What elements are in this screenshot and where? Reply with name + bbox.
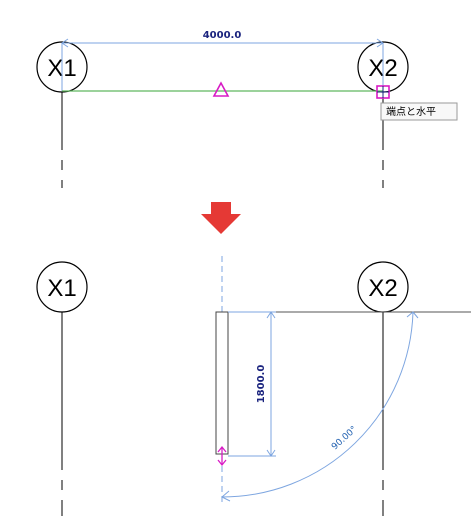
snap-tooltip-text: 端点と水平 xyxy=(386,105,436,118)
triangle-icon xyxy=(212,81,230,97)
door-panel[interactable] xyxy=(215,311,229,455)
square-icon xyxy=(376,85,390,99)
grid-line-x1-bottom[interactable]: X1 xyxy=(36,261,88,516)
down-arrow-icon xyxy=(201,202,241,234)
grid-label-x1-bottom: X1 xyxy=(47,275,76,302)
snap-tooltip: 端点と水平 xyxy=(380,102,458,121)
grid-bubble-x1-bottom[interactable] xyxy=(36,261,88,313)
swing-angle-value[interactable]: 90.00° xyxy=(330,425,359,453)
bottom-view: X1 X2 1800.0 90.00° xyxy=(36,256,471,516)
dimension-value-top[interactable]: 4000.0 xyxy=(203,30,242,41)
grid-label-x2-bottom: X2 xyxy=(368,275,397,302)
temporary-dimension[interactable]: 4000.0 xyxy=(61,30,384,91)
top-view: X1 X2 4000.0 xyxy=(36,30,458,188)
grid-line-x2-bottom[interactable]: X2 xyxy=(357,261,409,516)
door-swing-arc[interactable] xyxy=(221,311,414,498)
door-dimension[interactable]: 1800.0 xyxy=(228,311,276,457)
door-dimension-value[interactable]: 1800.0 xyxy=(256,365,267,404)
double-arrow-icon[interactable] xyxy=(217,445,227,467)
